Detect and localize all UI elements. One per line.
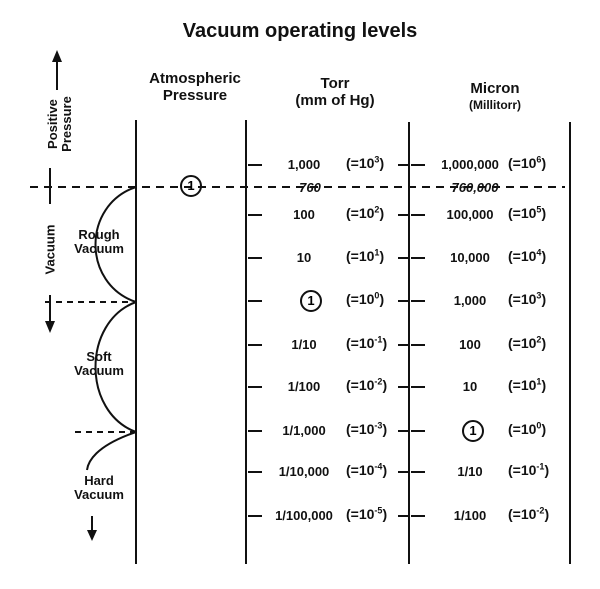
rough-vacuum-label: Rough Vacuum: [64, 228, 134, 256]
micron-exponent: (=103): [508, 290, 547, 307]
header-micron: Micron (Millitorr): [430, 80, 560, 114]
torr-exponent: (=10-1): [346, 334, 388, 351]
hard-region-arc: [86, 431, 137, 471]
hard-vacuum-label: Hard Vacuum: [64, 474, 134, 502]
micron-exponent: (=106): [508, 154, 547, 171]
vacuum-arrow-head: [45, 321, 55, 333]
torr-value: 1/100,000: [275, 508, 333, 523]
hard-label-line1: Hard: [84, 473, 114, 488]
soft-vacuum-label: Soft Vacuum: [64, 350, 134, 378]
header-micron-line2: (Millitorr): [469, 98, 521, 112]
torr-value: 1/1,000: [282, 423, 326, 438]
micron-exponent: (=10-1): [508, 461, 550, 478]
header-atmospheric-pressure: Atmospheric Pressure: [130, 70, 260, 104]
torr-value: 1,000: [287, 157, 321, 172]
header-atmospheric-line1: Atmospheric: [149, 70, 241, 87]
torr-exponent: (=10-4): [346, 461, 388, 478]
rough-region-arc: [94, 186, 137, 303]
header-torr-line2: (mm of Hg): [295, 92, 375, 109]
hard-arrow-head: [87, 530, 97, 541]
torr-exponent: (=102): [346, 204, 385, 221]
torr-value: 1: [300, 290, 322, 312]
positive-arrow-head: [52, 50, 62, 62]
micron-value: 10,000: [450, 250, 490, 265]
torr-value: 1/10,000: [278, 464, 330, 479]
micron-value: 1,000,000: [441, 157, 499, 172]
header-micron-line1: Micron: [470, 80, 520, 97]
tick-marks: [248, 164, 425, 517]
torr-value: 1/100: [287, 379, 321, 394]
rough-label-line2: Vacuum: [74, 241, 124, 256]
torr-value: 10: [296, 250, 312, 265]
atmospheric-one-marker: 1: [180, 175, 202, 197]
micron-value: 1: [462, 420, 484, 442]
micron-value: 10: [462, 379, 478, 394]
rough-label-line1: Rough: [78, 227, 120, 242]
micron-value: 1/100: [453, 508, 487, 523]
micron-760000-label: 760,000: [451, 180, 499, 195]
torr-value: 1/10: [291, 337, 317, 352]
torr-760-label: 760: [299, 180, 321, 195]
micron-exponent: (=10-2): [508, 505, 550, 522]
micron-exponent: (=101): [508, 376, 547, 393]
micron-value: 1,000: [453, 293, 487, 308]
micron-exponent: (=102): [508, 334, 547, 351]
micron-exponent: (=104): [508, 247, 547, 264]
micron-value: 100: [459, 337, 481, 352]
torr-exponent: (=10-2): [346, 376, 388, 393]
torr-exponent: (=101): [346, 247, 385, 264]
vacuum-side-label: Vacuum: [42, 224, 58, 275]
positive-label-line2: Pressure: [59, 96, 74, 152]
micron-value: 100,000: [446, 207, 494, 222]
positive-pressure-label: Positive Pressure: [45, 84, 74, 164]
positive-label-line1: Positive: [45, 99, 60, 149]
header-torr-line1: Torr: [320, 75, 350, 92]
torr-value: 100: [293, 207, 315, 222]
torr-exponent: (=10-3): [346, 420, 388, 437]
micron-exponent: (=100): [508, 420, 547, 437]
torr-exponent: (=10-5): [346, 505, 388, 522]
hard-label-line2: Vacuum: [74, 487, 124, 502]
micron-value: 1/10: [457, 464, 483, 479]
soft-label-line2: Vacuum: [74, 363, 124, 378]
micron-exponent: (=105): [508, 204, 547, 221]
diagram-title: Vacuum operating levels: [182, 20, 418, 42]
header-atmospheric-line2: Pressure: [162, 87, 228, 104]
soft-region-arc: [94, 301, 137, 433]
header-torr: Torr (mm of Hg): [270, 75, 400, 109]
torr-exponent: (=103): [346, 154, 385, 171]
torr-exponent: (=100): [346, 290, 385, 307]
soft-label-line1: Soft: [86, 349, 112, 364]
